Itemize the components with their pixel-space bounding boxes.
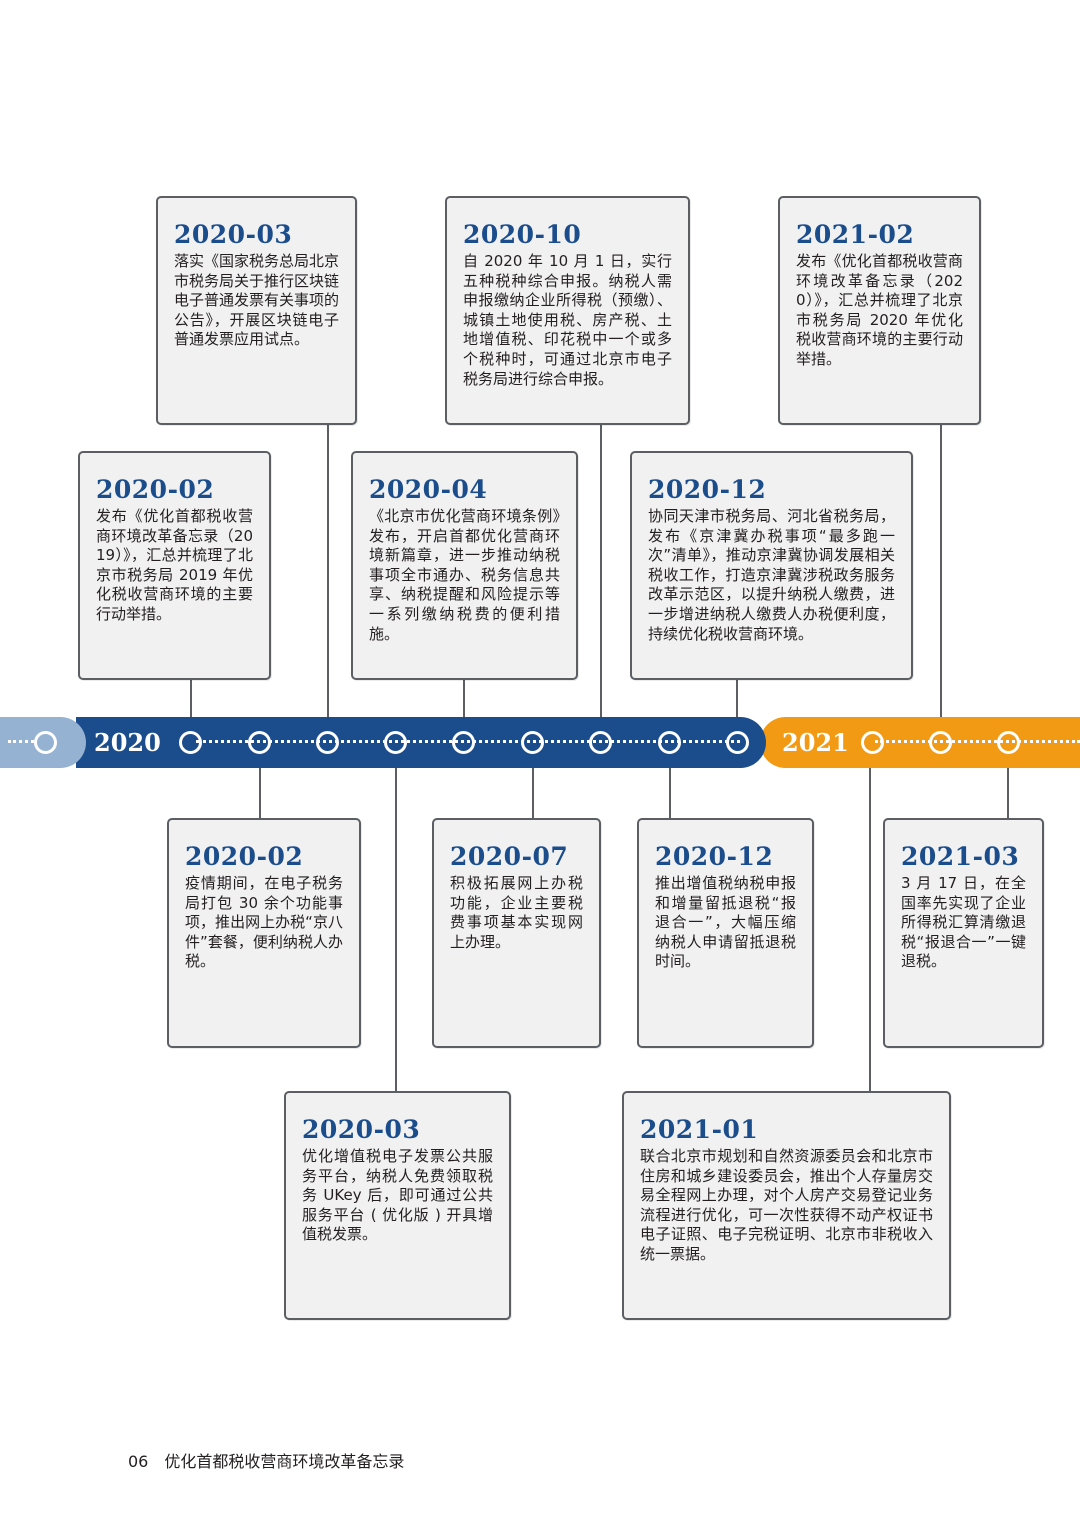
event-date: 2021-03 (901, 842, 1020, 871)
event-card: 2020-03 优化增值税电子发票公共服务平台，纳税人免费领取税务 UKey 后… (284, 1091, 511, 1320)
event-text: 优化增值税电子发票公共服务平台，纳税人免费领取税务 UKey 后，即可通过公共服… (302, 1147, 493, 1244)
event-date: 2020-03 (302, 1115, 421, 1144)
event-card: 2020-12 推出增值税纳税申报和增量留抵退税“报退合一”，大幅压缩纳税人申请… (637, 818, 814, 1048)
timeline-node (997, 731, 1020, 754)
publication-title: 优化首都税收营商环境改革备忘录 (164, 1452, 405, 1471)
event-date: 2020-12 (655, 842, 774, 871)
timeline-node (521, 731, 544, 754)
event-date: 2020-07 (450, 842, 569, 871)
connector-line (669, 767, 671, 819)
event-date: 2021-02 (796, 220, 915, 249)
event-text: 落实《国家税务总局北京市税务局关于推行区块链电子普通发票有关事项的公告》，开展区… (174, 252, 340, 349)
event-date: 2020-10 (463, 220, 582, 249)
timeline-node (452, 731, 475, 754)
connector-line (190, 679, 192, 718)
timeline-node (248, 731, 271, 754)
connector-line (1007, 767, 1009, 819)
event-text: 联合北京市规划和自然资源委员会和北京市住房和城乡建设委员会，推出个人存量房交易全… (640, 1147, 933, 1263)
timeline-dots (8, 740, 34, 743)
event-text: 积极拓展网上办税功能，企业主要税费事项基本实现网上办理。 (450, 874, 583, 951)
connector-line (327, 424, 329, 718)
connector-line (532, 767, 534, 819)
event-text: 3 月 17 日，在全国率先实现了企业所得税汇算清缴退税“报退合一”一键退税。 (901, 874, 1026, 971)
event-date: 2020-12 (648, 475, 767, 504)
connector-line (259, 767, 261, 819)
event-text: 发布《优化首都税收营商环境改革备忘录（2019）》，汇总并梳理了北京市税务局 2… (96, 507, 253, 623)
connector-line (736, 679, 738, 718)
event-text: 自 2020 年 10 月 1 日，实行五种税种综合申报。纳税人需申报缴纳企业所… (463, 252, 672, 388)
event-card: 2020-07 积极拓展网上办税功能，企业主要税费事项基本实现网上办理。 (432, 818, 601, 1048)
timeline-node (861, 731, 884, 754)
timeline-node (929, 731, 952, 754)
event-card: 2020-03 落实《国家税务总局北京市税务局关于推行区块链电子普通发票有关事项… (156, 196, 357, 425)
event-date: 2020-03 (174, 220, 293, 249)
connector-line (463, 679, 465, 718)
event-card: 2021-03 3 月 17 日，在全国率先实现了企业所得税汇算清缴退税“报退合… (883, 818, 1044, 1048)
timeline-node (179, 731, 202, 754)
page-footer: 06 优化首都税收营商环境改革备忘录 (128, 1448, 404, 1472)
connector-line (395, 767, 397, 1092)
event-card: 2020-12 协同天津市税务局、河北省税务局，发布《京津冀办税事项“最多跑一次… (630, 451, 913, 680)
event-text: 发布《优化首都税收营商环境改革备忘录（2020）》，汇总并梳理了北京市税务局 2… (796, 252, 963, 368)
event-text: 疫情期间，在电子税务局打包 30 余个功能事项，推出网上办税“京八件”套餐，便利… (185, 874, 343, 971)
event-date: 2021-01 (640, 1115, 759, 1144)
event-text: 推出增值税纳税申报和增量留抵退税“报退合一”，大幅压缩纳税人申请留抵退税时间。 (655, 874, 796, 971)
timeline-node (384, 731, 407, 754)
event-text: 《北京市优化营商环境条例》发布，开启首都优化营商环境新篇章，进一步推动纳税事项全… (369, 507, 560, 643)
page-number: 06 (128, 1452, 149, 1471)
event-text: 协同天津市税务局、河北省税务局，发布《京津冀办税事项“最多跑一次”清单》，推动京… (648, 507, 895, 643)
event-card: 2020-04 《北京市优化营商环境条例》发布，开启首都优化营商环境新篇章，进一… (351, 451, 578, 680)
year-label-2021: 2021 (782, 728, 849, 757)
timeline-node (658, 731, 681, 754)
event-date: 2020-04 (369, 475, 488, 504)
timeline-node (726, 731, 749, 754)
event-card: 2020-02 发布《优化首都税收营商环境改革备忘录（2019）》，汇总并梳理了… (78, 451, 271, 680)
connector-line (869, 767, 871, 1092)
event-card: 2021-01 联合北京市规划和自然资源委员会和北京市住房和城乡建设委员会，推出… (622, 1091, 951, 1320)
timeline-dots (875, 740, 1080, 743)
timeline-node (316, 731, 339, 754)
event-date: 2020-02 (185, 842, 304, 871)
event-card: 2021-02 发布《优化首都税收营商环境改革备忘录（2020）》，汇总并梳理了… (778, 196, 981, 425)
connector-line (600, 424, 602, 718)
event-card: 2020-10 自 2020 年 10 月 1 日，实行五种税种综合申报。纳税人… (445, 196, 690, 425)
year-label-2020: 2020 (94, 728, 161, 757)
connector-line (940, 424, 942, 718)
timeline-node (34, 731, 57, 754)
event-card: 2020-02 疫情期间，在电子税务局打包 30 余个功能事项，推出网上办税“京… (167, 818, 361, 1048)
event-date: 2020-02 (96, 475, 215, 504)
timeline-node (589, 731, 612, 754)
